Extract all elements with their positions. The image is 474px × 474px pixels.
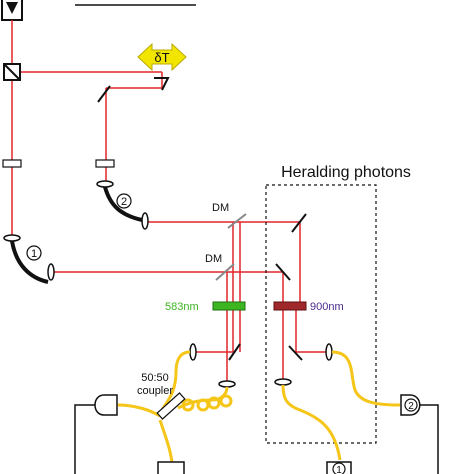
herald-mirror-1 bbox=[291, 213, 307, 233]
fiber2-number: 2 bbox=[121, 196, 127, 208]
waveplate-2 bbox=[95, 159, 115, 168]
input-arrow-icon bbox=[6, 2, 18, 14]
herald-mirror-2 bbox=[275, 263, 291, 281]
filter-900nm-label: 900nm bbox=[310, 301, 344, 313]
dichroic-mirror-2 bbox=[215, 263, 235, 281]
delay-label: δT bbox=[154, 50, 169, 65]
fiber2 bbox=[103, 186, 143, 222]
fiber1-number: 1 bbox=[31, 248, 37, 260]
delay-arrow-icon bbox=[137, 42, 187, 72]
laser-beam-paths bbox=[11, 20, 330, 382]
fiber2-output-lens bbox=[141, 212, 149, 230]
fiber1 bbox=[10, 240, 49, 284]
coupler-label-line2: coupler bbox=[137, 385, 173, 397]
dichroic-mirror-1 bbox=[227, 213, 247, 229]
dm1-label: DM bbox=[212, 202, 229, 214]
fiber1-marker bbox=[26, 245, 42, 261]
retroreflector bbox=[154, 77, 170, 91]
yellow-fibers bbox=[117, 350, 401, 463]
signal-mirror bbox=[228, 343, 241, 361]
signal-coupler-lens bbox=[189, 343, 197, 361]
coupler-label-line1: 50:50 bbox=[141, 372, 169, 384]
fiber2-input-lens bbox=[96, 180, 114, 188]
waveplate-1 bbox=[2, 159, 22, 168]
fiber2-marker bbox=[116, 193, 132, 209]
fiber1-output-lens bbox=[47, 263, 55, 281]
heralding-title: Heralding photons bbox=[281, 164, 411, 181]
delay-mirror-left bbox=[97, 85, 111, 103]
signal-lens-2 bbox=[218, 380, 236, 388]
filter-583nm bbox=[212, 301, 246, 311]
detector-wire-right bbox=[420, 404, 439, 474]
detector-2-marker bbox=[404, 398, 418, 412]
detector-wire-left bbox=[74, 404, 96, 474]
fiber-coupler bbox=[156, 392, 186, 420]
detector-1-number: 1 bbox=[336, 465, 342, 474]
dm2-label: DM bbox=[205, 253, 222, 265]
detector-2-number: 2 bbox=[408, 401, 414, 412]
detector-left bbox=[94, 394, 118, 416]
detector-1-marker bbox=[332, 462, 346, 474]
beam-splitter-cube bbox=[3, 63, 21, 81]
filter-583nm-label: 583nm bbox=[165, 301, 199, 313]
herald-lens-1 bbox=[274, 378, 292, 386]
detector-bottom-left bbox=[157, 461, 185, 474]
fiber1-input-lens bbox=[3, 234, 21, 242]
heralding-region bbox=[265, 184, 377, 444]
herald-mirror-3 bbox=[288, 345, 303, 361]
filter-900nm bbox=[273, 301, 307, 311]
herald-lens-2 bbox=[325, 343, 333, 361]
